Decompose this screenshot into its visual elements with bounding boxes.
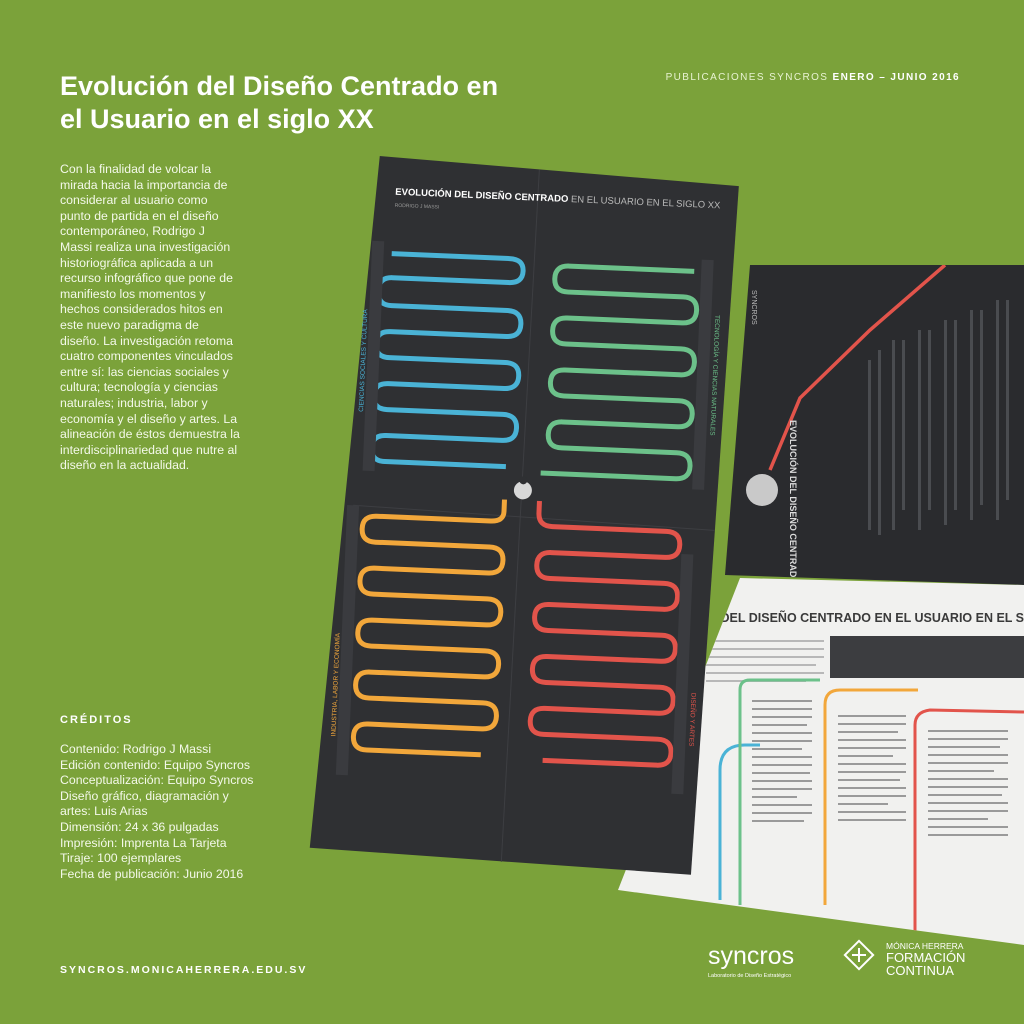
quadrant-design: DISEÑO Y ARTES [527, 500, 699, 795]
front-poster: EVOLUCIÓN DEL DISEÑO CENTRADO EN EL USUA… [309, 156, 739, 875]
white-sheet-content: N DEL DISEÑO CENTRADO EN EL USUARIO EN E… [706, 610, 1024, 935]
credit-line: artes: Luis Arias [60, 804, 148, 819]
credits-heading: CRÉDITOS [60, 714, 133, 726]
description-paragraph: Con la finalidad de volcar la mirada hac… [60, 162, 240, 473]
quadrant-social: CIENCIAS SOCIALES Y CULTURA [358, 240, 526, 472]
svg-text:CIENCIAS SOCIALES Y CULTURA: CIENCIAS SOCIALES Y CULTURA [358, 308, 369, 412]
svg-text:syncros: syncros [708, 942, 794, 970]
publication-header: PUBLICACIONES SYNCROS ENERO – JUNIO 2016 [666, 72, 960, 83]
svg-text:MÓNICA HERRERA: MÓNICA HERRERA [886, 941, 964, 951]
credit-line: Conceptualización: Equipo Syncros [60, 773, 254, 788]
credit-line: Diseño gráfico, diagramación y [60, 788, 229, 803]
monica-herrera-emblem-icon [843, 939, 875, 971]
back-figure-icon [746, 474, 778, 506]
svg-text:FORMACIÓN: FORMACIÓN [886, 950, 965, 965]
white-orange-route [823, 688, 918, 905]
syncros-logo: syncros Laboratorio de Diseño Estratégic… [708, 942, 794, 979]
credit-line: Edición contenido: Equipo Syncros [60, 757, 251, 772]
white-blue-route [718, 743, 760, 900]
credit-line: Dimensión: 24 x 36 pulgadas [60, 819, 219, 834]
publication-period: ENERO – JUNIO 2016 [832, 72, 960, 83]
page-title: Evolución del Diseño Centrado en el Usua… [60, 71, 499, 134]
back-brand: SYNCROS [750, 290, 757, 325]
svg-text:Laboratorio de Diseño Estratég: Laboratorio de Diseño Estratégico [708, 973, 791, 979]
back-sheet [725, 265, 1024, 585]
back-sheet-content: EVOLUCIÓN DEL DISEÑO CENTRADO EN EL USUA… [746, 265, 1009, 731]
publication-prefix: PUBLICACIONES SYNCROS [665, 72, 829, 83]
credit-line: Tiraje: 100 ejemplares [60, 851, 182, 866]
credit-line: Contenido: Rodrigo J Massi [60, 742, 212, 756]
white-red-route [913, 708, 1024, 935]
back-title: EVOLUCIÓN DEL DISEÑO CENTRADO EN EL USUA… [788, 420, 799, 731]
svg-text:DISEÑO Y ARTES: DISEÑO Y ARTES [687, 693, 698, 748]
back-red-route [768, 265, 947, 471]
svg-text:CONTINUA: CONTINUA [886, 963, 954, 978]
white-sheet-title: N DEL DISEÑO CENTRADO EN EL USUARIO EN E… [708, 610, 1024, 625]
credit-line: Impresión: Imprenta La Tarjeta [60, 835, 227, 850]
white-green-route [738, 678, 820, 905]
website-link[interactable]: SYNCROS.MONICAHERRERA.EDU.SV [60, 964, 308, 976]
monica-herrera-logo: MÓNICA HERRERA FORMACIÓN CONTINUA [843, 939, 965, 978]
credit-line: Fecha de publicación: Junio 2016 [60, 866, 244, 881]
white-sheet-dark-box [830, 636, 1024, 678]
front-poster-sheet [309, 156, 739, 875]
poster-author: RODRIGO J MASSI [395, 203, 440, 211]
back-text-columns [868, 300, 1009, 535]
center-figure-icon [513, 481, 532, 500]
credits-list: Contenido: Rodrigo J Massi Edición conte… [60, 742, 260, 882]
white-column-text [752, 700, 1008, 836]
